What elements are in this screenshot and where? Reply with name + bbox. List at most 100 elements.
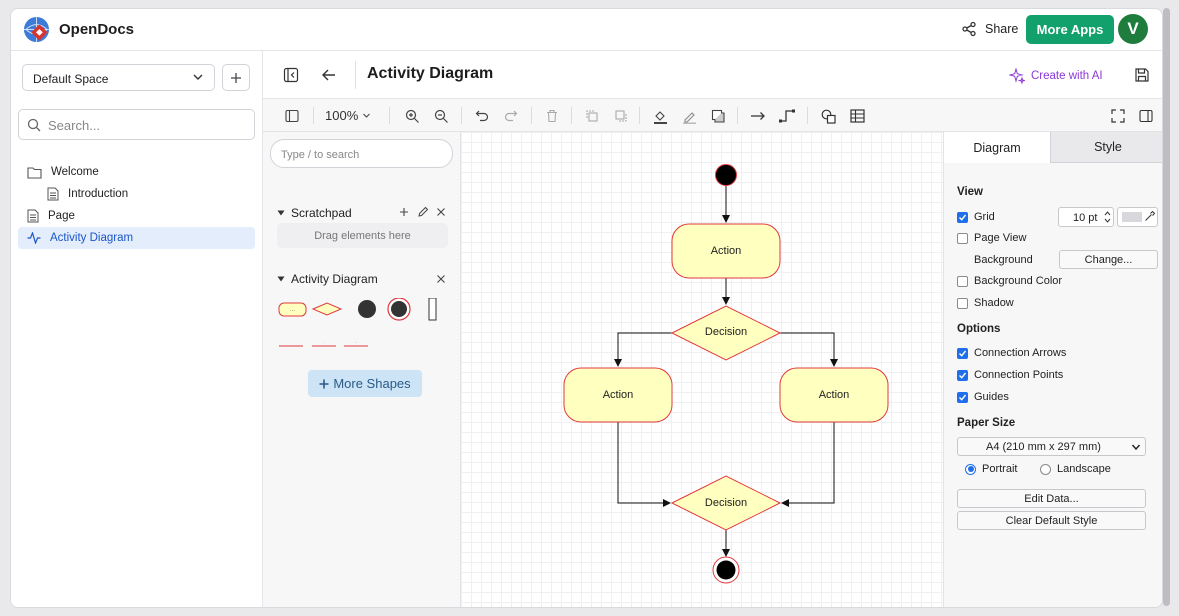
save-icon[interactable] [1135, 68, 1149, 82]
sidebar-item-label: Page [48, 210, 75, 222]
decision-node-2[interactable] [670, 475, 782, 531]
user-avatar[interactable]: V [1118, 14, 1148, 44]
object-flow-thumbnail[interactable]: · [312, 340, 336, 347]
edge-left-action-to-merge[interactable] [617, 422, 671, 507]
connection-points-checkbox[interactable]: Connection Points [957, 369, 1063, 381]
close-icon[interactable] [436, 274, 446, 284]
zoom-in-icon[interactable] [403, 107, 421, 125]
sidebar-item-introduction[interactable]: Introduction [47, 183, 257, 205]
fill-color-icon[interactable] [651, 107, 669, 125]
collapse-sidebar-icon[interactable] [283, 67, 299, 83]
checkbox-unchecked-icon [957, 297, 968, 309]
sidebar-item-welcome[interactable]: Welcome [27, 161, 257, 183]
action-node-label: Action [710, 245, 742, 257]
plus-icon[interactable] [399, 207, 409, 217]
toggle-format-panel-icon[interactable] [1137, 107, 1155, 125]
activity-icon [27, 232, 41, 244]
toolbar-separator [389, 107, 390, 124]
tab-style[interactable]: Style [1051, 132, 1162, 163]
document-icon [27, 209, 39, 223]
grid-checkbox[interactable]: Grid [957, 211, 995, 223]
fork-join-bar-thumbnail[interactable] [428, 298, 437, 321]
more-shapes-button[interactable]: More Shapes [308, 370, 422, 397]
shadow-icon[interactable] [709, 107, 727, 125]
background-color-checkbox[interactable]: Background Color [957, 275, 1062, 287]
pencil-icon[interactable] [417, 206, 429, 218]
plus-icon [231, 72, 241, 83]
portrait-radio[interactable]: Portrait [965, 463, 1017, 475]
diagram-canvas[interactable]: Action Decision Action Action Decision [461, 132, 943, 607]
decision-node-label: Decision [704, 497, 748, 509]
initial-node-thumbnail[interactable] [358, 300, 376, 318]
edge-decision-to-right-action[interactable] [780, 332, 838, 367]
portrait-label: Portrait [982, 463, 1018, 475]
app-title: OpenDocs [59, 21, 135, 38]
edge-decision-to-left-action[interactable] [614, 332, 672, 367]
redo-icon[interactable] [502, 107, 520, 125]
diagram-svg [563, 164, 889, 584]
shadow-checkbox[interactable]: Shadow [957, 297, 1014, 309]
landscape-radio[interactable]: Landscape [1040, 463, 1111, 475]
radio-unselected-icon [1040, 463, 1051, 475]
decision-node-1[interactable] [670, 305, 782, 361]
connection-arrow-icon[interactable] [749, 107, 767, 125]
decision-shape-thumbnail[interactable] [311, 302, 343, 316]
zoom-level: 100% [325, 108, 359, 123]
edge-thumbnail[interactable]: ·· [344, 340, 368, 347]
action-node-2[interactable] [563, 367, 673, 423]
share-button[interactable]: Share [961, 21, 1018, 37]
action-node-1[interactable] [671, 223, 781, 279]
initial-node[interactable] [715, 164, 737, 186]
toolbar-separator [639, 107, 640, 124]
space-selector[interactable]: Default Space [22, 64, 215, 91]
more-shapes-label: More Shapes [333, 376, 411, 391]
paper-size-select[interactable]: A4 (210 mm x 297 mm) [957, 437, 1146, 456]
waypoints-icon[interactable] [778, 107, 796, 125]
action-shape-thumbnail[interactable]: ··· [278, 302, 307, 317]
final-node-thumbnail[interactable] [387, 298, 411, 321]
line-color-icon[interactable] [680, 107, 698, 125]
toggle-shapes-icon[interactable] [283, 107, 301, 125]
scratchpad-header[interactable]: Scratchpad [277, 206, 449, 220]
zoom-out-icon[interactable] [432, 107, 450, 125]
insert-shape-icon[interactable] [819, 107, 837, 125]
grid-color-swatch [1122, 212, 1142, 222]
page-view-checkbox[interactable]: Page View [957, 232, 1026, 244]
edge-right-action-to-merge[interactable] [781, 422, 835, 507]
add-space-button[interactable] [222, 64, 250, 91]
to-back-icon[interactable] [612, 107, 630, 125]
create-with-ai-button[interactable]: Create with AI [1009, 68, 1103, 84]
guides-checkbox[interactable]: Guides [957, 391, 1009, 403]
action-node-3[interactable] [779, 367, 889, 423]
sidebar-item-page[interactable]: Page [27, 205, 257, 227]
zoom-level-dropdown[interactable]: 100% [325, 108, 371, 123]
grid-size-input[interactable]: 10 pt [1058, 207, 1114, 227]
sidebar-item-activity-diagram[interactable]: Activity Diagram [18, 227, 255, 249]
delete-icon[interactable] [543, 107, 561, 125]
shape-search-input[interactable]: Type / to search [270, 139, 453, 168]
change-background-button[interactable]: Change... [1059, 250, 1158, 269]
edit-data-button[interactable]: Edit Data... [957, 489, 1146, 508]
clear-default-style-button[interactable]: Clear Default Style [957, 511, 1146, 530]
share-icon [962, 21, 976, 37]
final-node[interactable] [712, 556, 740, 584]
more-apps-button[interactable]: More Apps [1026, 15, 1114, 44]
decision-node-label: Decision [704, 326, 748, 338]
plus-icon [319, 379, 329, 388]
scratchpad-dropzone[interactable]: Drag elements here [277, 223, 448, 248]
grid-color-picker[interactable] [1117, 207, 1158, 227]
tab-diagram[interactable]: Diagram [944, 132, 1051, 163]
connection-arrows-checkbox[interactable]: Connection Arrows [957, 347, 1066, 359]
back-arrow-icon[interactable] [321, 67, 337, 83]
fullscreen-icon[interactable] [1109, 107, 1127, 125]
sidebar-search-input[interactable]: Search... [18, 109, 255, 140]
connection-points-label: Connection Points [974, 369, 1064, 381]
close-icon[interactable] [436, 207, 446, 217]
table-icon[interactable] [848, 107, 866, 125]
window-scrollbar[interactable] [1163, 8, 1170, 606]
undo-icon[interactable] [473, 107, 491, 125]
stepper-icon[interactable] [1104, 210, 1111, 224]
activity-library-header[interactable]: Activity Diagram [277, 272, 449, 286]
to-front-icon[interactable] [583, 107, 601, 125]
radio-selected-icon [965, 463, 976, 475]
